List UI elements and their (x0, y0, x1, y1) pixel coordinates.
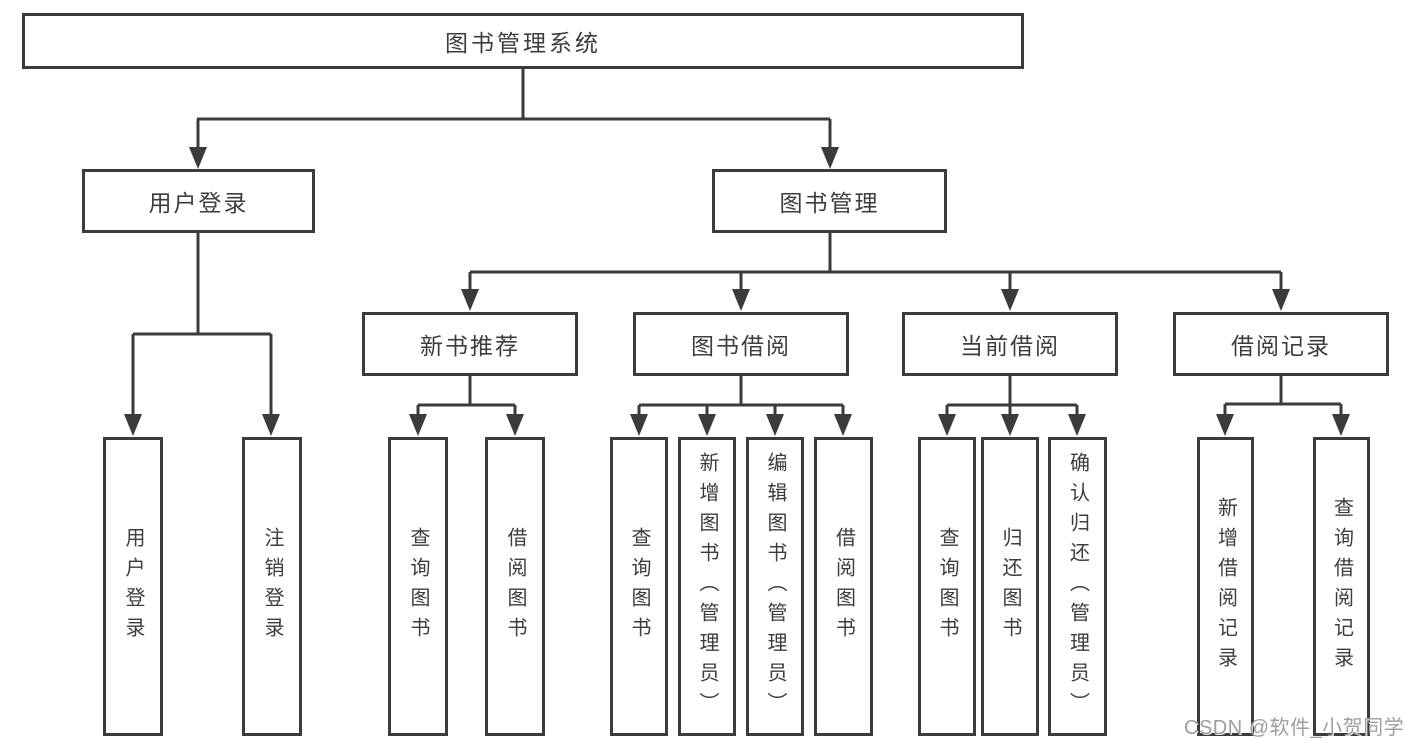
watermark-csdn: CSDN @软件_小贺同学 (1184, 717, 1405, 739)
node-label: 新增借阅记录 (1214, 496, 1237, 677)
node-label: 图书借阅 (691, 333, 791, 359)
leaf-edit-books-admin: 编辑图书（管理员） (746, 437, 804, 736)
node-label: 新增图书（管理员） (696, 451, 718, 722)
node-label: 新书推荐 (420, 333, 520, 359)
node-label: 当前借阅 (960, 333, 1060, 359)
branch-lines (131, 69, 1343, 418)
node-library-management-system: 图书管理系统 (22, 13, 1024, 69)
node-label: 图书管理系统 (445, 30, 601, 56)
leaf-add-books-admin: 新增图书（管理员） (678, 437, 736, 736)
node-label: 查询图书 (936, 526, 958, 647)
leaf-confirm-return-admin: 确认归还（管理员） (1048, 437, 1107, 736)
node-label: 查询借阅记录 (1330, 496, 1353, 677)
node-label: 查询图书 (407, 526, 429, 647)
node-label: 借阅记录 (1231, 333, 1331, 359)
node-label: 借阅图书 (504, 526, 526, 647)
node-user-login: 用户登录 (82, 169, 315, 233)
arrowheads (124, 147, 1350, 436)
node-label: 图书管理 (779, 190, 880, 216)
node-label: 查询图书 (628, 526, 650, 647)
node-label: 确认归还（管理员） (1066, 451, 1089, 722)
leaf-logout: 注销登录 (242, 437, 302, 736)
leaf-query-books-borrow: 查询图书 (610, 437, 668, 736)
node-borrowing-records: 借阅记录 (1173, 312, 1389, 376)
node-label: 编辑图书（管理员） (764, 451, 786, 722)
leaf-add-borrow-record: 新增借阅记录 (1197, 437, 1254, 736)
leaf-borrow-books-recommend: 借阅图书 (485, 437, 545, 736)
node-label: 用户登录 (122, 526, 144, 647)
leaf-query-books-recommend: 查询图书 (388, 437, 448, 736)
node-label: 借阅图书 (832, 526, 855, 647)
node-label: 用户登录 (148, 190, 249, 216)
node-book-management: 图书管理 (712, 169, 947, 233)
leaf-query-borrow-record: 查询借阅记录 (1313, 437, 1370, 736)
node-book-borrowing: 图书借阅 (633, 312, 849, 376)
leaf-return-books: 归还图书 (981, 437, 1039, 736)
leaf-user-login: 用户登录 (103, 437, 163, 736)
node-new-book-recommendation: 新书推荐 (362, 312, 578, 376)
node-current-borrowing: 当前借阅 (902, 312, 1118, 376)
leaf-borrow-books: 借阅图书 (814, 437, 873, 736)
leaf-query-books-current: 查询图书 (918, 437, 976, 736)
node-label: 归还图书 (999, 526, 1021, 647)
node-label: 注销登录 (261, 526, 283, 647)
